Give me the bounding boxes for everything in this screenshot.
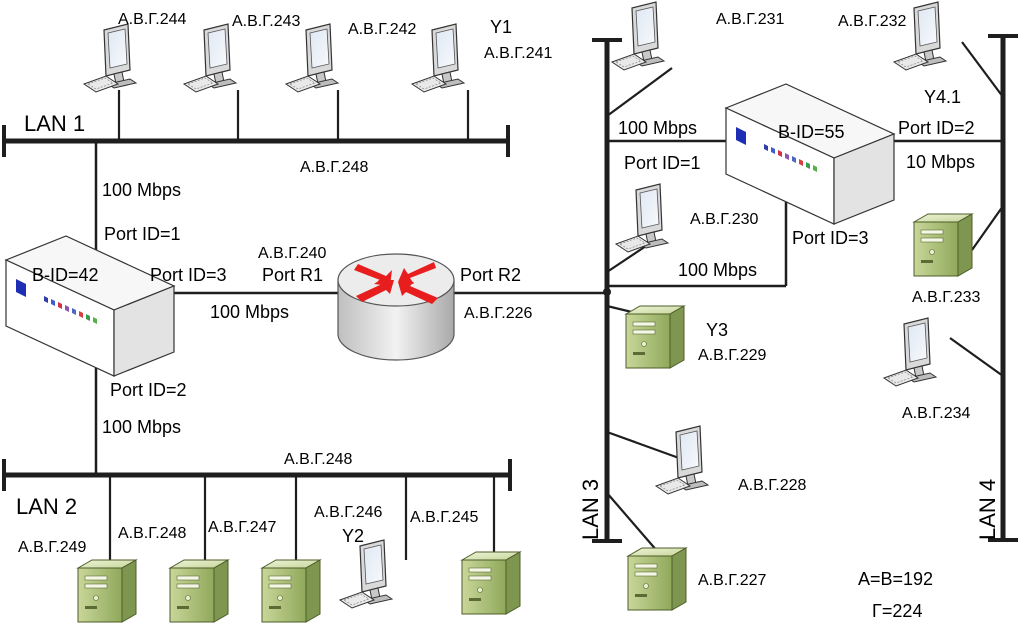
server-icon <box>625 305 685 369</box>
port-label: Port ID=1 <box>624 153 701 173</box>
pc-icon <box>615 183 669 253</box>
host-label: Α.Β.Γ.227 <box>698 572 767 589</box>
host-label: Α.Β.Γ.243 <box>232 13 301 30</box>
server-icon <box>627 547 687 611</box>
router-icon <box>337 253 455 361</box>
router-ip-label: Α.Β.Γ.226 <box>464 305 533 322</box>
links <box>2 34 1018 560</box>
speed-label: 100 Mbps <box>102 180 181 200</box>
server-icon <box>77 559 137 623</box>
port-label: Port ID=2 <box>110 380 187 400</box>
speed-label: 100 Mbps <box>618 118 697 138</box>
host-label: Α.Β.Γ.244 <box>118 11 187 28</box>
router-ip-label: Α.Β.Γ.240 <box>258 245 327 262</box>
lan4-label: LAN 4 <box>975 479 1000 540</box>
host-label: Α.Β.Γ.234 <box>902 405 971 422</box>
speed-label: 100 Mbps <box>210 302 289 322</box>
server-icon <box>913 213 973 277</box>
port-label: Port ID=2 <box>898 118 975 138</box>
lan3-label: LAN 3 <box>578 479 603 540</box>
server-icon <box>461 551 521 615</box>
port-label: Port ID=3 <box>150 265 227 285</box>
pc-icon <box>411 23 465 93</box>
network-label: Α.Β.Γ.248 <box>284 451 353 468</box>
pc-icon <box>655 425 709 495</box>
host-label: Α.Β.Γ.247 <box>208 519 277 536</box>
server-icon <box>169 559 229 623</box>
host-label: Α.Β.Γ.230 <box>690 211 759 228</box>
pc-icon <box>285 23 339 93</box>
pc-icon <box>183 23 237 93</box>
y1-label: Y1 <box>490 17 512 37</box>
speed-label: 100 Mbps <box>102 417 181 437</box>
note-ab: Α=Β=192 <box>858 569 933 589</box>
port-label: Port ID=1 <box>104 224 181 244</box>
host-label: Α.Β.Γ.228 <box>738 477 807 494</box>
y3-label: Y3 <box>706 320 728 340</box>
lan1-label: LAN 1 <box>24 111 85 136</box>
y41-label: Y4.1 <box>924 87 961 107</box>
lan2-label: LAN 2 <box>16 494 77 519</box>
host-label: Α.Β.Γ.246 <box>314 504 383 521</box>
host-label: Α.Β.Γ.245 <box>410 509 479 526</box>
speed-label: 100 Mbps <box>678 260 757 280</box>
host-label: Α.Β.Γ.241 <box>484 45 553 62</box>
bridge-right-icon <box>725 83 895 225</box>
pc-icon <box>611 1 665 71</box>
pc-icon <box>339 539 393 609</box>
host-label: Α.Β.Γ.229 <box>698 347 767 364</box>
speed-label: 10 Mbps <box>906 152 975 172</box>
bridge-left-icon <box>5 235 175 377</box>
host-label: Α.Β.Γ.242 <box>348 21 417 38</box>
network-label: Α.Β.Γ.248 <box>300 159 369 176</box>
host-label: Α.Β.Γ.231 <box>716 11 785 28</box>
host-label: Α.Β.Γ.233 <box>912 289 981 306</box>
host-label: Α.Β.Γ.248 <box>118 525 187 542</box>
y2-label: Y2 <box>342 526 364 546</box>
router-port-label: Port R2 <box>460 265 521 285</box>
server-icon <box>261 559 321 623</box>
router-port-label: Port R1 <box>262 265 323 285</box>
host-label: Α.Β.Γ.232 <box>838 13 907 30</box>
port-label: Port ID=3 <box>792 228 869 248</box>
bridge-id-label: B-ID=55 <box>778 122 845 142</box>
pc-icon <box>83 23 137 93</box>
note-g: Γ=224 <box>872 601 922 621</box>
bridge-id-label: B-ID=42 <box>32 265 99 285</box>
host-label: Α.Β.Γ.249 <box>18 539 87 556</box>
pc-icon <box>883 317 937 387</box>
